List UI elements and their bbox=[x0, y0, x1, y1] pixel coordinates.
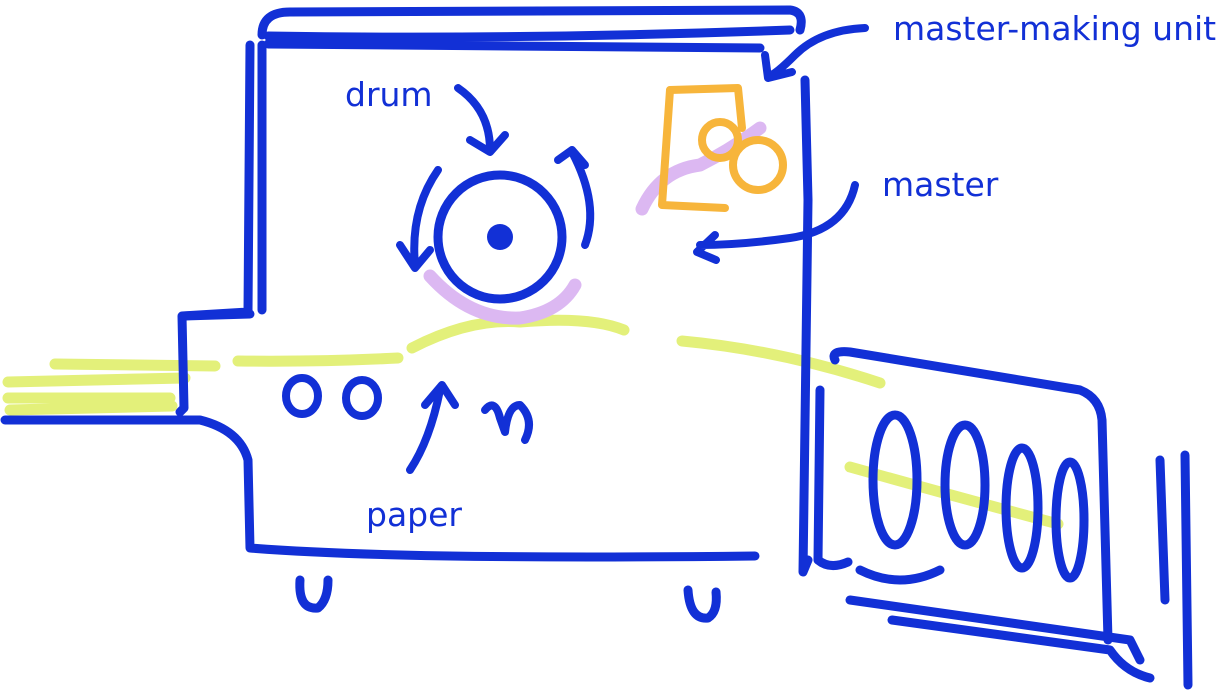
drum-pointer-arrow bbox=[454, 84, 509, 156]
machine-body bbox=[0, 5, 813, 623]
label-master: master bbox=[882, 165, 999, 204]
master-making-unit-icon bbox=[658, 84, 787, 212]
unit-pointer-arrow bbox=[761, 24, 869, 82]
label-master-making-unit: master-making unit bbox=[893, 9, 1217, 48]
drum-icon bbox=[433, 170, 567, 304]
label-paper: paper bbox=[366, 495, 462, 534]
drum-axle-icon bbox=[487, 224, 513, 250]
output-tray bbox=[813, 347, 1193, 690]
master-pointer-arrow bbox=[693, 181, 859, 264]
label-drum: drum bbox=[345, 75, 433, 114]
master-sheet bbox=[423, 121, 767, 325]
feed-rollers bbox=[282, 374, 533, 444]
paper-pointer-arrow bbox=[406, 381, 459, 474]
rotation-arrows bbox=[396, 146, 595, 272]
